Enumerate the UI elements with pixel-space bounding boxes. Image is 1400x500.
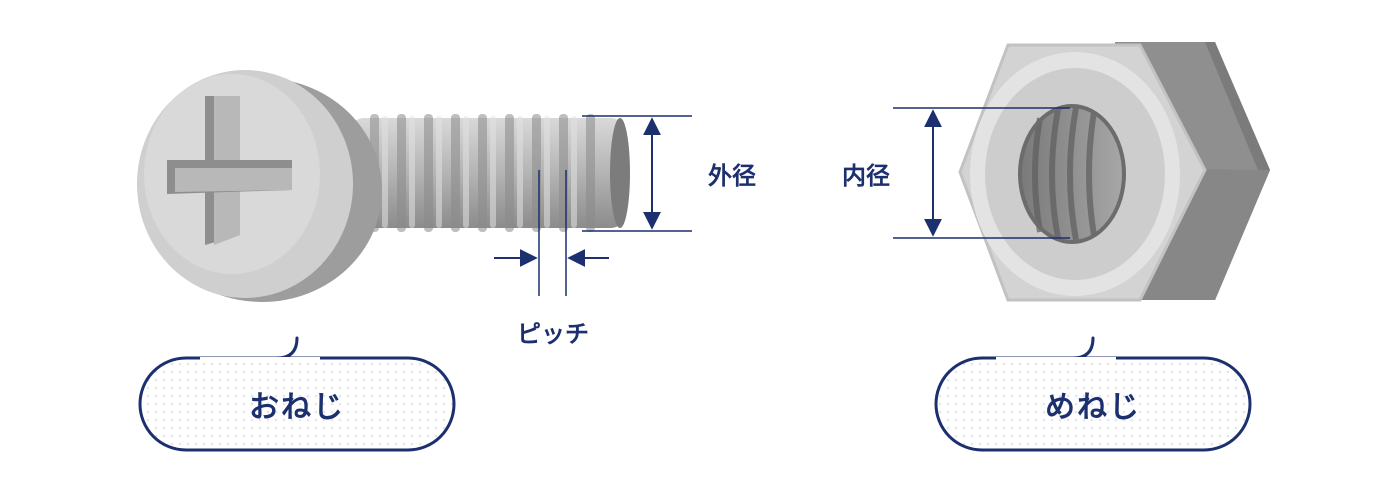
screw-shaft: [350, 114, 630, 232]
male-screw-label: おねじ: [249, 390, 345, 425]
screw-icon: 外径 ピッチ: [137, 70, 756, 348]
outer-diameter-label: 外径: [708, 162, 756, 190]
male-screw-callout: おねじ: [138, 336, 456, 452]
phillips-cross-icon: [167, 96, 292, 245]
female-screw-callout: めねじ: [934, 336, 1252, 452]
pitch-label: ピッチ: [517, 320, 589, 348]
outer-diameter-dimension: 外径: [582, 115, 756, 232]
screw-head: [137, 70, 382, 302]
pitch-dimension: ピッチ: [494, 170, 609, 348]
inner-diameter-label: 内径: [842, 162, 890, 190]
nut-icon: [958, 42, 1270, 302]
female-screw-label: めねじ: [1045, 390, 1141, 425]
nut-hole: [1018, 104, 1126, 244]
inner-diameter-dimension: 内径: [842, 107, 1070, 239]
